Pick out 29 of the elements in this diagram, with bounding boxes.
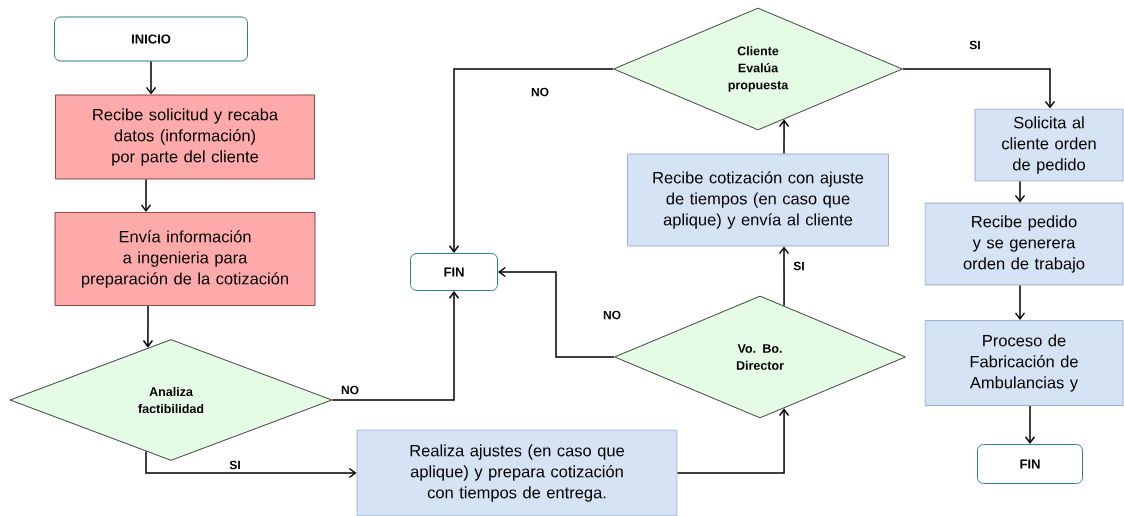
edge-label: SI	[968, 39, 982, 51]
edge-label: NO	[340, 384, 360, 396]
process-box: Proceso de Fabricación de Ambulancias y	[924, 320, 1124, 406]
arrow	[1024, 405, 1036, 444]
process-box: Recibe pedido y se generera orden de trabajo	[924, 202, 1124, 286]
process-box: Realiza ajustes (en caso que aplique) y prepara cotización con tiempos de entrega.	[356, 429, 678, 516]
arrow	[1014, 180, 1026, 203]
terminal-box: FIN	[977, 444, 1083, 484]
terminal-box: INICIO	[54, 16, 248, 62]
process-box: Solicita al cliente orden de pedido	[974, 108, 1124, 182]
edge-label: NO	[530, 86, 550, 98]
process-box: Recibe solicitud y recaba datos (información) por parte del cliente	[55, 94, 315, 180]
arrow	[676, 408, 790, 474]
terminal-box: FIN	[410, 253, 498, 291]
arrow	[1014, 284, 1026, 321]
arrow	[778, 119, 790, 155]
process-box: Envía información a ingenieria para preparación de la cotización	[54, 212, 316, 306]
arrow	[498, 266, 615, 358]
edge-label: SI	[792, 260, 806, 272]
arrow	[778, 246, 790, 307]
arrow	[902, 68, 1056, 109]
arrow	[145, 60, 157, 95]
arrow	[448, 68, 614, 253]
arrow	[331, 291, 460, 401]
edge-label: SI	[228, 459, 242, 471]
arrow	[145, 450, 357, 479]
process-box: Recibe cotización con ajuste de tiempos (en caso que aplique) y envía al cliente	[627, 153, 889, 247]
arrow	[140, 178, 152, 213]
arrow	[142, 305, 154, 348]
